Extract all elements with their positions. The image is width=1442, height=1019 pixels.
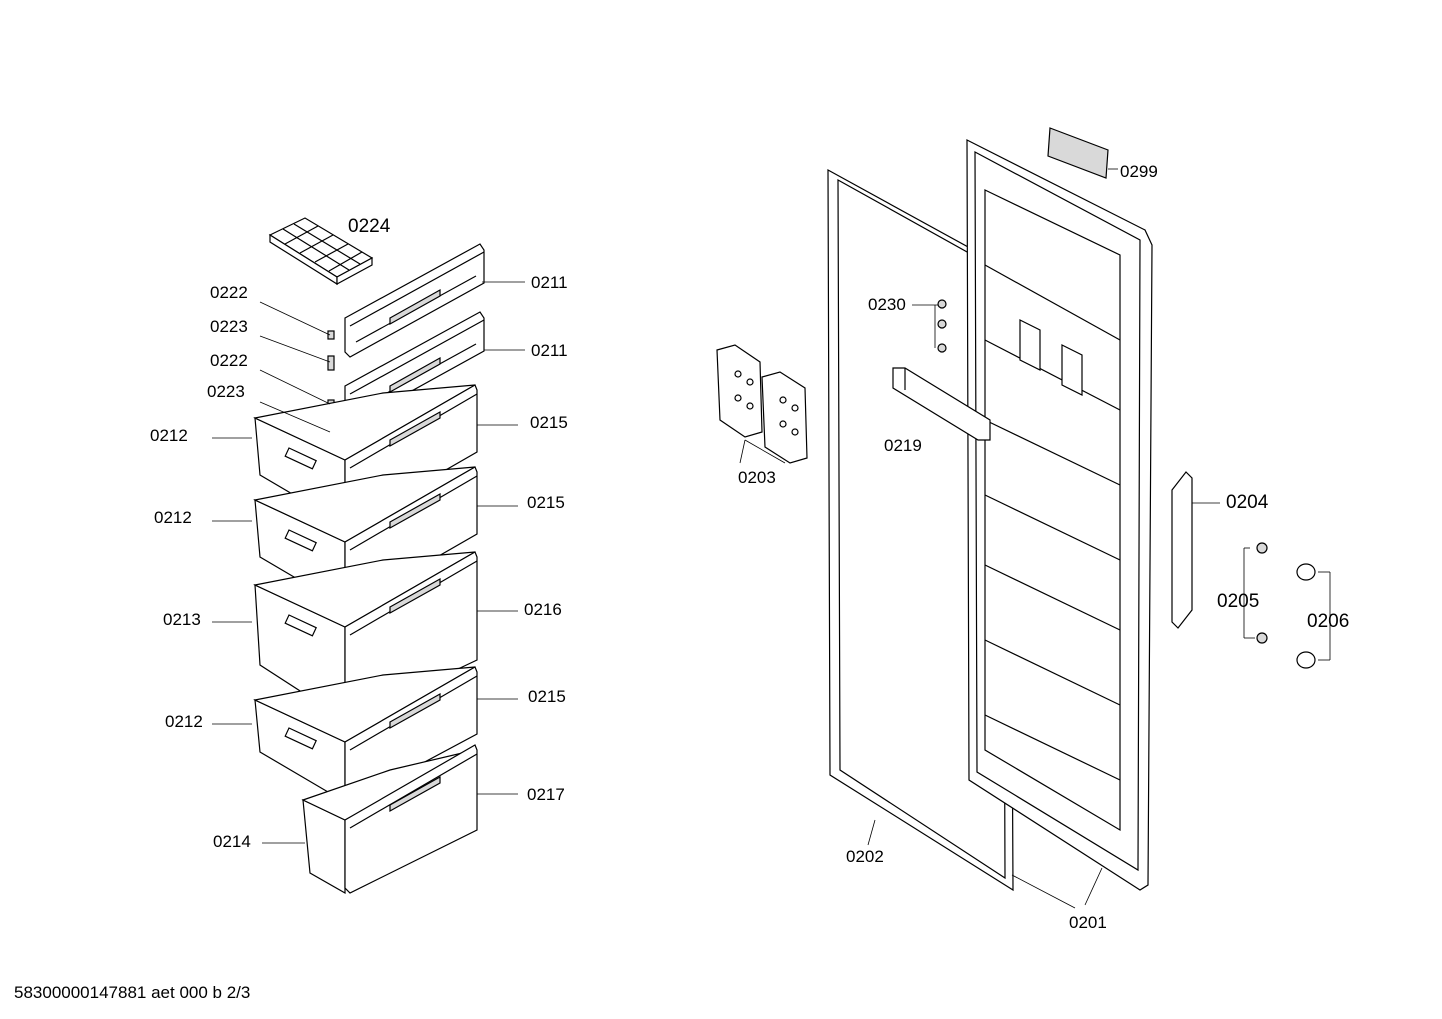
screws-0230 [937, 299, 947, 353]
label-0211-upper: 0211 [531, 273, 568, 292]
label-0222-upper: 0222 [210, 283, 248, 302]
label-0299: 0299 [1120, 162, 1158, 181]
label-0223-lower: 0223 [207, 382, 245, 401]
label-0213: 0213 [163, 610, 201, 629]
label-0230: 0230 [868, 295, 906, 314]
label-0215-1: 0215 [530, 413, 568, 432]
label-0205: 0205 [1217, 591, 1260, 612]
label-0223-upper: 0223 [210, 317, 248, 336]
label-0219: 0219 [884, 436, 922, 455]
label-0217: 0217 [527, 785, 565, 804]
label-0203: 0203 [738, 468, 776, 487]
label-0211-lower: 0211 [531, 341, 568, 360]
leader-lines [212, 168, 1331, 909]
label-0202: 0202 [846, 847, 884, 866]
drawer-0212-0215-3 [253, 666, 478, 804]
door-liner-0201 [966, 139, 1153, 891]
label-0224: 0224 [348, 216, 391, 237]
handle-0204 [1171, 471, 1193, 629]
label-0216: 0216 [524, 600, 562, 619]
label-0212-1: 0212 [150, 426, 188, 445]
label-0212-3: 0212 [165, 712, 203, 731]
label-0212-2: 0212 [154, 508, 192, 527]
handle-strip-0219 [892, 367, 991, 441]
label-0215-2: 0215 [527, 493, 565, 512]
ice-tray-0224 [268, 217, 374, 286]
document-reference: 58300000147881 aet 000 b 2/3 [14, 983, 251, 1002]
caps-0206 [1296, 563, 1316, 669]
drawer-0214-0217 [301, 744, 478, 895]
cold-packs-0203 [716, 344, 808, 464]
screws-0205 [1256, 542, 1268, 644]
rating-plate-0299 [1047, 127, 1109, 179]
label-0201: 0201 [1069, 913, 1107, 932]
label-0222-lower: 0222 [210, 351, 248, 370]
door-seal-0202 [827, 168, 1014, 892]
label-0214: 0214 [213, 832, 251, 851]
flap-0211-upper [344, 243, 485, 358]
label-0206: 0206 [1307, 611, 1350, 632]
label-0215-3: 0215 [528, 687, 566, 706]
label-0204: 0204 [1226, 492, 1269, 513]
